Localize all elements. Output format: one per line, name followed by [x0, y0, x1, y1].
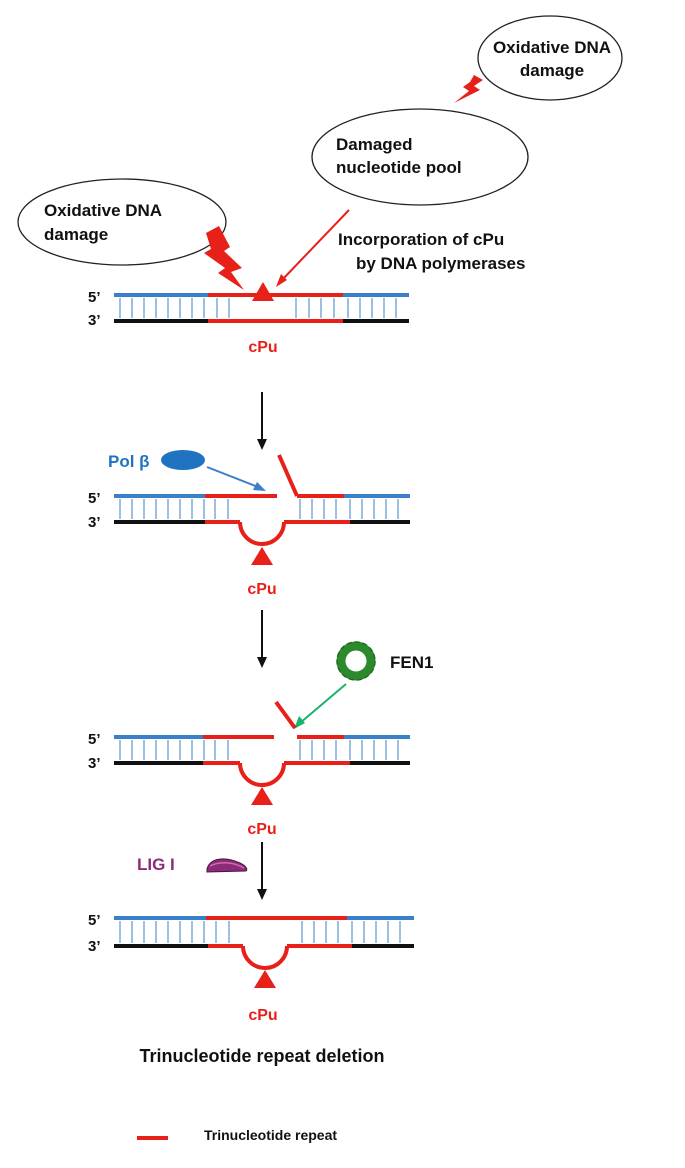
pol-beta-arrow-icon [253, 482, 266, 491]
cpu-lesion-icon-4 [254, 970, 276, 988]
duplex-4-3prime-label: 3’ [88, 938, 101, 955]
step-arrow-3 [257, 842, 267, 900]
duplex-3-3prime-label: 3’ [88, 755, 101, 772]
bubble-oxidative-top-line1: Oxidative DNA [493, 38, 611, 57]
dna-duplex-2: 5’ 3’ cPu [88, 454, 410, 598]
bubble-oxidative-left-line1: Oxidative DNA [44, 201, 162, 220]
lig1-enzyme-icon [206, 858, 248, 873]
cpu-lesion-icon-3 [251, 787, 273, 805]
bubble-oxidative-top-shape [477, 15, 623, 101]
incorporation-line2: by DNA polymerases [356, 254, 525, 273]
bubble-oxidative-top-line2: damage [520, 61, 584, 80]
duplex-2-3prime-label: 3’ [88, 514, 101, 531]
fen1-arrow-icon [294, 716, 305, 729]
bubble-oxidative-left-shape [17, 178, 227, 266]
lig1-label: LIG I [137, 855, 175, 874]
cpu-lesion-icon-2 [251, 547, 273, 565]
bubble-nucleotide-pool-line2: nucleotide pool [336, 158, 462, 177]
bubble-nucleotide-pool-line1: Damaged [336, 135, 413, 154]
bubble-nucleotide-pool: Damaged nucleotide pool [311, 108, 529, 206]
incorporation-line1: Incorporation of cPu [338, 230, 504, 249]
bubble-oxidative-left: Oxidative DNA damage [17, 178, 227, 266]
dna-duplex-4: 5’ 3’ cPu [88, 912, 414, 1024]
pool-incorporation-arrow [276, 209, 350, 287]
legend: Trinucleotide repeat [137, 1127, 337, 1143]
lightning-bolt-left-icon [204, 226, 244, 290]
dna-duplex-3: 5’ 3’ cPu [88, 700, 410, 838]
bubble-nucleotide-pool-shape [311, 108, 529, 206]
lightning-bolt-top-icon [454, 75, 483, 103]
cpu-lesion-icon [252, 282, 274, 301]
legend-label: Trinucleotide repeat [204, 1127, 337, 1143]
fen1-enzyme-icon [336, 641, 376, 681]
duplex-3-cpu-label: cPu [247, 821, 276, 838]
fen1-group: FEN1 [294, 641, 433, 729]
duplex-1-cpu-label: cPu [248, 339, 277, 356]
duplex-4-5prime-label: 5’ [88, 912, 101, 929]
duplex-4-cpu-label: cPu [248, 1007, 277, 1024]
lig1-group: LIG I [137, 855, 248, 874]
step-arrow-1 [257, 392, 267, 450]
bubble-oxidative-left-line2: damage [44, 225, 108, 244]
dna-duplex-1: 5’ 3’ cPu [88, 282, 409, 356]
pol-beta-label: Pol β [108, 452, 150, 471]
step-arrow-2 [257, 610, 267, 668]
pol-beta-enzyme-icon [161, 450, 205, 470]
duplex-2-5prime-label: 5’ [88, 490, 101, 507]
outcome-label: Trinucleotide repeat deletion [139, 1046, 384, 1066]
bubble-oxidative-top: Oxidative DNA damage [477, 15, 623, 101]
duplex-1-3prime-label: 3’ [88, 312, 101, 329]
duplex-1-5prime-label: 5’ [88, 289, 101, 306]
duplex-3-5prime-label: 5’ [88, 731, 101, 748]
fen1-label: FEN1 [390, 653, 433, 672]
duplex-2-cpu-label: cPu [247, 581, 276, 598]
pol-beta-group: Pol β [108, 450, 266, 491]
